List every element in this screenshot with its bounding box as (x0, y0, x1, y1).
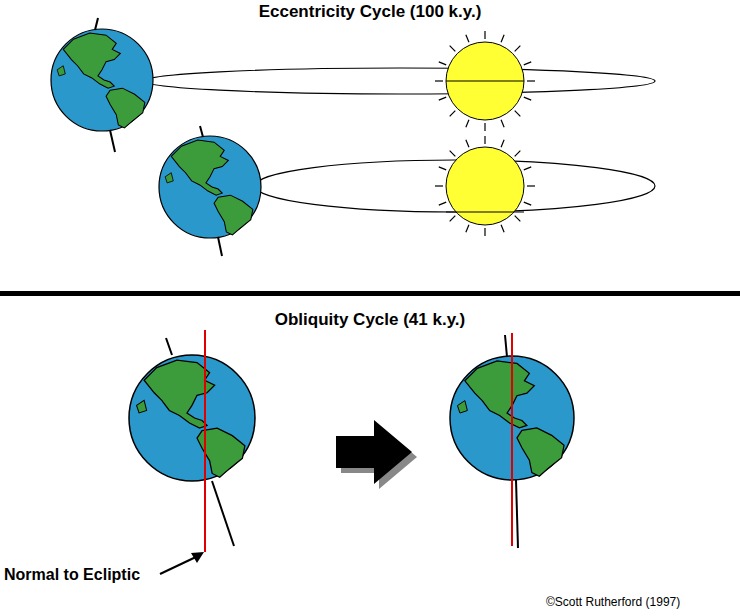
sun-ray (527, 185, 535, 186)
sun-ray (439, 202, 446, 205)
ecliptic-normal (204, 330, 206, 552)
sun-ray (466, 35, 469, 42)
sun (435, 136, 535, 236)
earth-axis (110, 130, 115, 152)
sun-ray (515, 111, 521, 117)
earth-axis (505, 335, 507, 357)
sun-ray (439, 97, 446, 100)
callout-label: Normal to Ecliptic (4, 566, 140, 584)
sun-ray (484, 228, 485, 236)
sun-ray (466, 140, 469, 147)
orbit-line (446, 80, 524, 81)
sun-ray (524, 202, 531, 205)
orbit-line (446, 211, 524, 212)
sun-ray (484, 123, 485, 131)
sun-ray (450, 151, 456, 157)
sun (435, 31, 535, 131)
sun-ray (524, 62, 531, 65)
earth (129, 355, 255, 481)
sun-ray (435, 80, 443, 81)
copyright-note: ©Scott Rutherford (1997) (546, 595, 680, 609)
separator-bar (0, 291, 740, 296)
earth-axis (218, 237, 222, 256)
leader-line (160, 556, 198, 574)
orbit-ellipse (145, 68, 655, 94)
sun-ray (524, 167, 531, 170)
sun-ray (439, 167, 446, 170)
sun-ray (484, 136, 485, 144)
ecliptic-normal (511, 333, 513, 546)
sun-ray (484, 31, 485, 39)
sun-ray (466, 120, 469, 127)
sun-ray (515, 151, 521, 157)
sun-ray (501, 140, 504, 147)
sun-ray (515, 216, 521, 222)
earth (159, 136, 261, 238)
earth (51, 29, 153, 131)
earth-axis (516, 480, 518, 548)
sun-ray (439, 62, 446, 65)
sun-ray (501, 225, 504, 232)
sun-ray (450, 216, 456, 222)
sun-disc (446, 147, 524, 225)
sun-disc (446, 42, 524, 120)
sun-ray (524, 97, 531, 100)
sun-ray (450, 46, 456, 52)
sun-ray (501, 35, 504, 42)
leader-arrowhead (191, 552, 204, 563)
section-heading: Eccentricity Cycle (100 k.y.) (259, 2, 482, 22)
transition-arrow (336, 420, 412, 484)
earth-axis (166, 338, 172, 355)
earth-axis (200, 126, 203, 137)
sun-ray (527, 80, 535, 81)
sun-ray (501, 120, 504, 127)
earth-axis (95, 18, 98, 30)
sun-ray (466, 225, 469, 232)
section-heading: Obliquity Cycle (41 k.y.) (275, 310, 466, 330)
sun-ray (515, 46, 521, 52)
earth-axis (212, 481, 234, 546)
sun-ray (435, 185, 443, 186)
sun-ray (450, 111, 456, 117)
